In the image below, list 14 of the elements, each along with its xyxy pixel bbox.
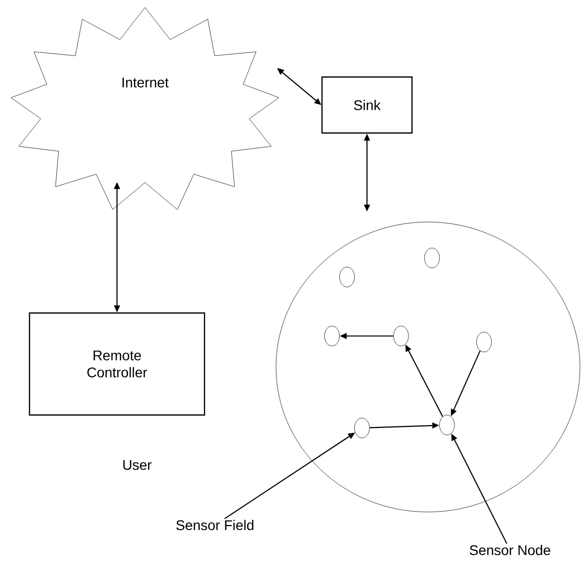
sensor-node-circle	[324, 326, 340, 346]
sensor-node-circle	[393, 326, 409, 346]
sensor-field-ellipse	[276, 222, 580, 512]
annotation-text: Sensor Node	[470, 544, 550, 556]
sensor-node-circle	[339, 266, 355, 288]
sink-box: Sink	[321, 76, 413, 134]
sensor-node-circle	[354, 418, 370, 438]
internet-starburst: Internet	[10, 7, 280, 210]
user-label: User	[123, 460, 152, 470]
sensor-node-circle	[424, 248, 440, 268]
sensor-node-circle	[476, 332, 492, 352]
remote-controller-box: Remote Controller	[28, 312, 206, 416]
annotation-text: Sensor Field	[176, 520, 254, 530]
sensor-node-circle	[439, 414, 455, 436]
